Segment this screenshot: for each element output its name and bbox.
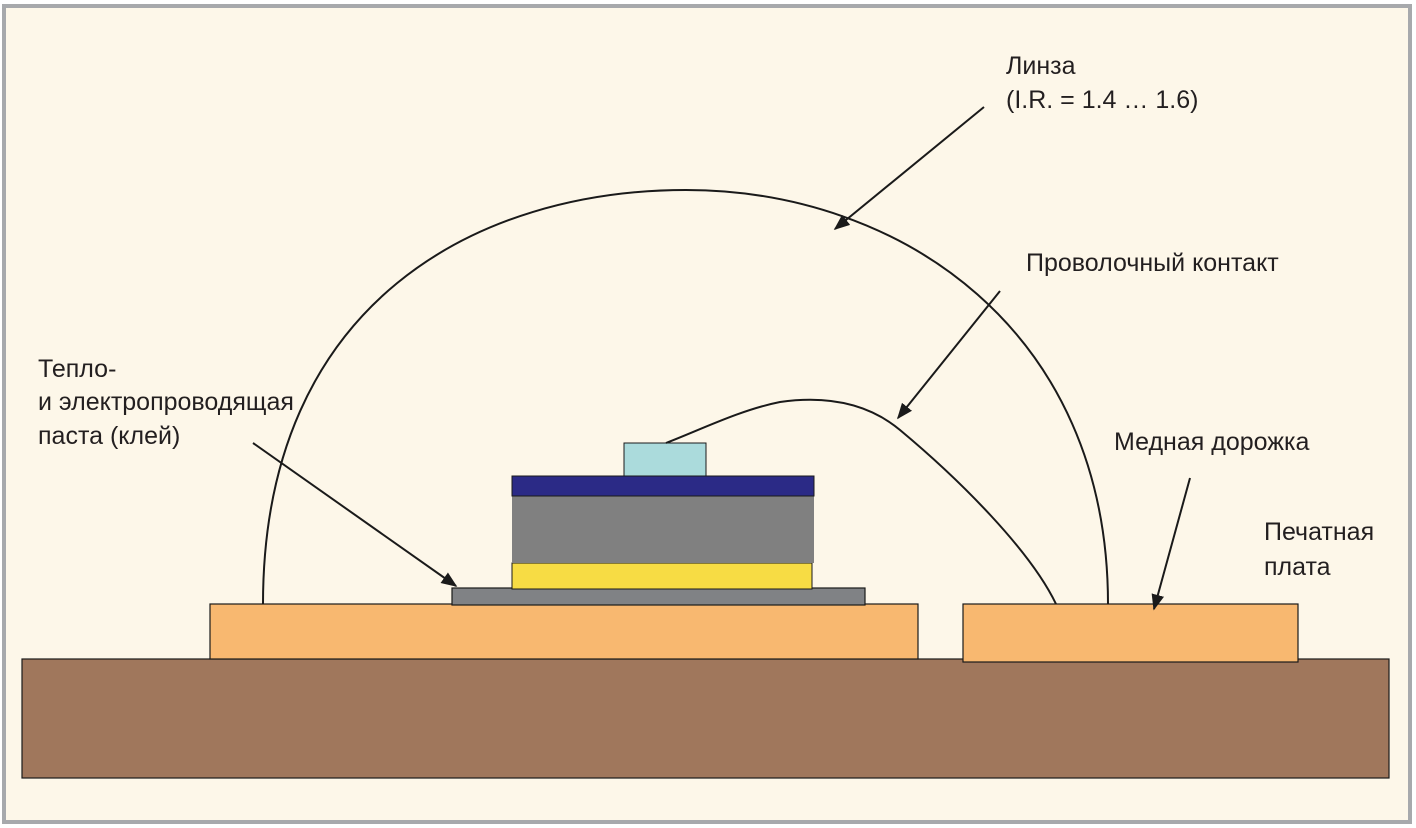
- wire-bond-pointer-arrow: [896, 290, 1001, 420]
- pcb-board: [21, 658, 1390, 779]
- pcb-label-line2: плата: [1264, 553, 1331, 581]
- lens-label-line2: (I.R. = 1.4 … 1.6): [1006, 86, 1198, 114]
- lens-pointer-arrow: [833, 106, 985, 231]
- paste-label-line3: паста (клей): [38, 422, 180, 450]
- bond-wire: [665, 398, 1057, 605]
- adhesive-paste-layer: [451, 587, 866, 606]
- paste-pointer-arrow: [252, 442, 458, 587]
- lens-dome: [262, 188, 1109, 605]
- paste-label-line1: Тепло-: [38, 355, 116, 383]
- copper-trace-label: Медная дорожка: [1114, 428, 1309, 456]
- chip-body: [512, 495, 814, 563]
- lens-label-line1: Линза: [1006, 52, 1076, 80]
- wire-bond-label: Проволочный контакт: [1026, 249, 1279, 277]
- paste-label-line2: и электропроводящая: [38, 388, 294, 416]
- chip-top-layer: [511, 475, 815, 497]
- copper-trace-left: [209, 603, 919, 660]
- copper-trace-pointer-arrow: [1151, 477, 1191, 611]
- bond-pad: [623, 442, 707, 477]
- pcb-label-line1: Печатная: [1264, 518, 1374, 546]
- copper-trace-right: [962, 603, 1299, 663]
- chip-bottom-layer: [511, 562, 813, 590]
